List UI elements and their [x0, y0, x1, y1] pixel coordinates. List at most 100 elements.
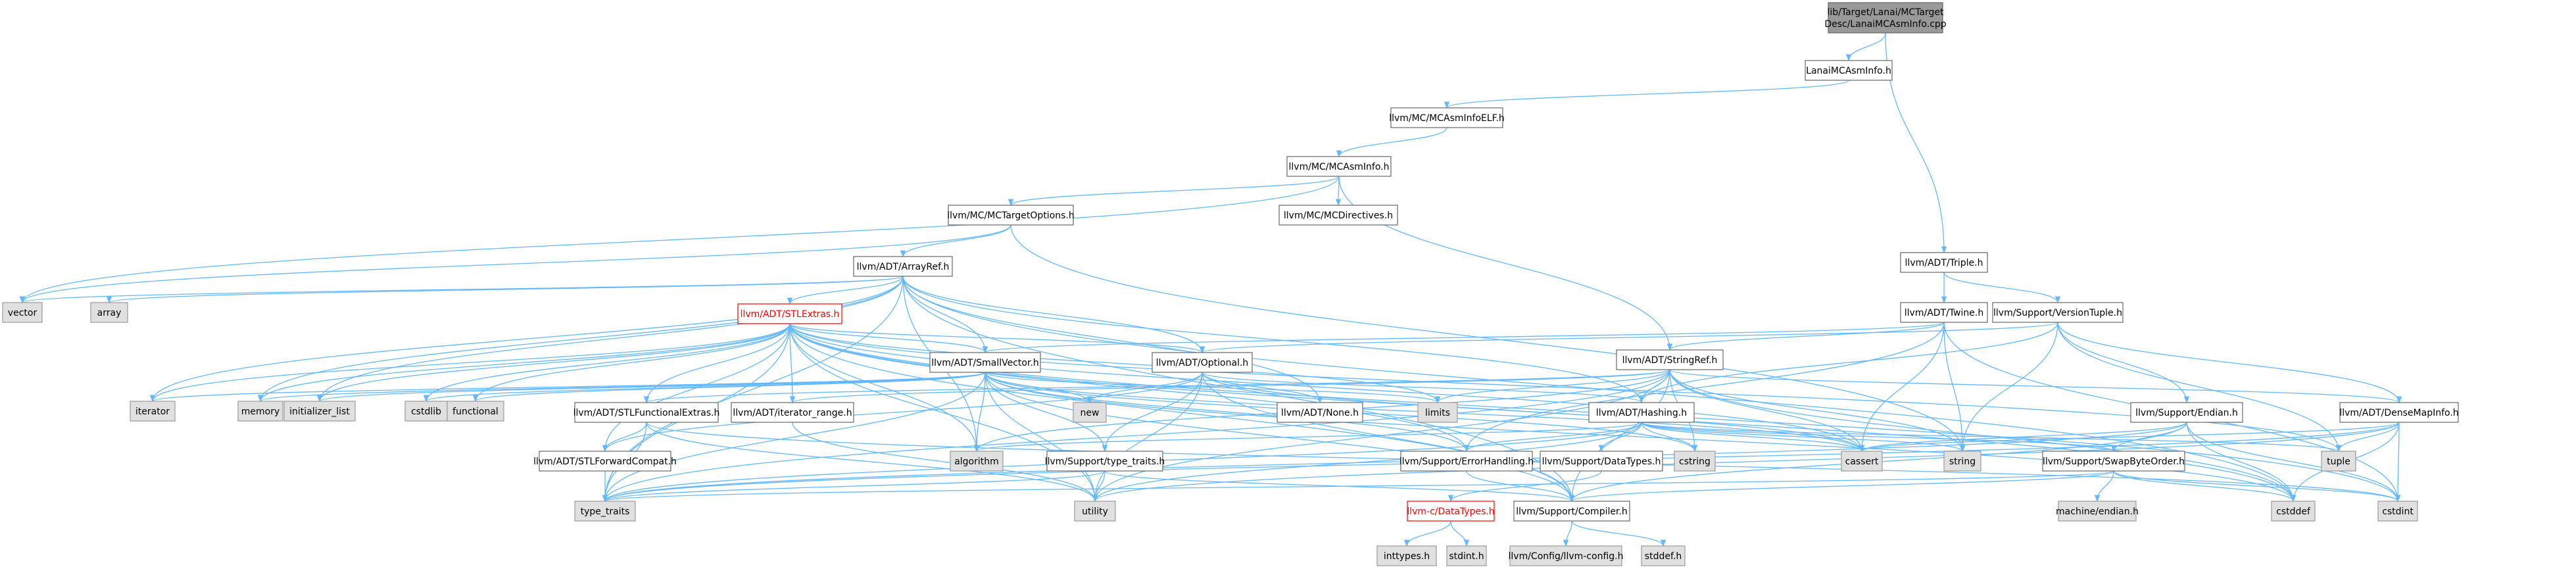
edge-smallvec-to-memory — [258, 372, 986, 403]
edge-stlextras-to-errhand — [789, 323, 1470, 453]
node-type-traits: type_traits — [574, 501, 636, 522]
node-iterator: iterator — [130, 401, 176, 422]
edge-densemap-to-cassert — [1859, 422, 2400, 453]
node-llvm-adt-none-h[interactable]: llvm/ADT/None.h — [1276, 402, 1363, 423]
edge-stringref-to-cstddef — [1669, 369, 2297, 503]
edge-twine-to-stringref — [1667, 322, 1945, 351]
node-box — [1152, 352, 1253, 373]
node-llvm-support-endian-h[interactable]: llvm/Support/Endian.h — [2130, 402, 2243, 423]
edge-lanaih-to-elf — [1444, 80, 1849, 109]
node-llvm-adt-stringref-h[interactable]: llvm/ADT/StringRef.h — [1616, 349, 1724, 370]
edge-stlextras-to-initlist — [316, 323, 790, 403]
node-llvm-adt-iterator-range-h[interactable]: llvm/ADT/iterator_range.h — [731, 402, 854, 423]
edge-endian-to-cassert — [1859, 422, 2187, 453]
edge-swapbyte-to-compiler — [1569, 470, 2114, 503]
node-llvm-support-swapbyteorder-h[interactable]: llvm/Support/SwapByteOrder.h — [2042, 451, 2185, 472]
edge-cdatatypes-to-inttypes — [1403, 520, 1451, 547]
edge-stringref-to-stlfunc — [644, 369, 1670, 404]
node-label: llvm/ADT/SmallVector.h — [931, 358, 1039, 368]
node-functional: functional — [447, 401, 504, 422]
node-box — [1509, 545, 1622, 566]
node-label: llvm/MC/MCDirectives.h — [1284, 210, 1393, 221]
node-box — [1900, 252, 1988, 273]
node-box — [1513, 501, 1630, 522]
node-new: new — [1073, 402, 1107, 423]
node-label: llvm/MC/MCAsmInfoELF.h — [1389, 113, 1505, 124]
node-llvm-mc-mcasminfoelf-h[interactable]: llvm/MC/MCAsmInfoELF.h — [1389, 107, 1505, 128]
edge-arrayref-to-vector — [20, 276, 904, 304]
node-box — [1278, 205, 1398, 226]
node-label: llvm/ADT/Hashing.h — [1596, 408, 1687, 418]
edge-smallvec-to-iterator — [150, 372, 986, 403]
edge-stringref-to-type_traits — [602, 369, 1670, 503]
node-llvm-mc-mctargetoptions-h[interactable]: llvm/MC/MCTargetOptions.h — [947, 205, 1075, 226]
node-box — [1900, 302, 1988, 323]
node-llvm-support-versiontuple-h[interactable]: llvm/Support/VersionTuple.h — [1992, 302, 2124, 323]
edge-hashing-to-utility — [1092, 422, 1642, 503]
node-box — [2339, 402, 2459, 423]
node-box — [1616, 349, 1724, 370]
node-llvm-support-datatypes-h[interactable]: llvm/Support/DataTypes.h — [1540, 451, 1663, 472]
node-llvm-support-errorhandling-h[interactable]: llvm/Support/ErrorHandling.h — [1399, 451, 1534, 472]
node-llvm-adt-stlforwardcompat-h[interactable]: llvm/ADT/STLForwardCompat.h — [533, 451, 677, 472]
edge-twine-to-cassert — [1859, 322, 1945, 453]
node-label: llvm/MC/MCTargetOptions.h — [947, 210, 1075, 221]
node-label: vector — [8, 308, 37, 318]
node-label: tuple — [2327, 456, 2350, 467]
node-llvm-mc-mcdirectives-h[interactable]: llvm/MC/MCDirectives.h — [1278, 205, 1398, 226]
node-llvm-adt-stlfunctionalextras-h[interactable]: llvm/ADT/STLFunctionalExtras.h — [573, 402, 720, 423]
edge-twine-to-errhand — [1463, 322, 1945, 453]
node-box — [1841, 451, 1883, 472]
node-stdint-h: stdint.h — [1446, 545, 1487, 566]
node-box — [1446, 545, 1487, 566]
node-label: llvm/ADT/DenseMapInfo.h — [2339, 408, 2458, 418]
node-llvm-mc-mcasminfo-h[interactable]: llvm/MC/MCAsmInfo.h — [1286, 156, 1392, 177]
node-tuple: tuple — [2321, 451, 2356, 472]
node-llvm-support-compiler-h[interactable]: llvm/Support/Compiler.h — [1513, 501, 1630, 522]
edge-hashing-to-cstring — [1641, 422, 1698, 453]
node-box — [1992, 302, 2124, 323]
edge-elf-to-mcasm — [1336, 127, 1447, 158]
edge-typetraitsh-to-type_traits — [602, 470, 1106, 503]
edge-stlextras-to-memory — [257, 323, 790, 403]
node-llvm-adt-arrayref-h[interactable]: llvm/ADT/ArrayRef.h — [853, 256, 953, 277]
edge-smallvec-to-new — [984, 372, 1093, 404]
node-llvm-adt-hashing-h[interactable]: llvm/ADT/Hashing.h — [1588, 402, 1695, 423]
edge-stlextras-to-iterator — [149, 323, 790, 403]
node-llvm-c-datatypes-h[interactable]: llvm-c/DataTypes.h — [1407, 501, 1495, 522]
node-cstring: cstring — [1674, 451, 1716, 472]
node-label: cstdint — [2382, 506, 2414, 517]
node-box — [929, 352, 1041, 373]
edge-datatypes-to-cdatatypes — [1447, 470, 1602, 503]
edge-stringref-to-cassert — [1669, 369, 1865, 453]
node-llvm-adt-twine-h[interactable]: llvm/ADT/Twine.h — [1900, 302, 1988, 323]
node-llvm-adt-triple-h[interactable]: llvm/ADT/Triple.h — [1900, 252, 1988, 273]
edge-typetraitsh-to-utility — [1092, 470, 1106, 503]
node-box — [1641, 545, 1686, 566]
node-llvm-support-type-traits-h[interactable]: llvm/Support/type_traits.h — [1045, 451, 1165, 472]
node-label: llvm-c/DataTypes.h — [1407, 506, 1494, 517]
edge-optional-to-hashing — [1202, 372, 1644, 404]
node-box — [1276, 402, 1363, 423]
node-lanaimcasminfo-h[interactable]: LanaiMCAsmInfo.h — [1805, 60, 1893, 81]
node-label: llvm/ADT/StringRef.h — [1622, 355, 1718, 366]
node-box — [1417, 402, 1458, 423]
node-llvm-adt-stlextras-h[interactable]: llvm/ADT/STLExtras.h — [737, 303, 842, 324]
node-box — [1805, 60, 1893, 81]
node-box — [283, 401, 356, 422]
edge-mcasm-to-vector — [20, 176, 1340, 304]
node-label: type_traits — [581, 506, 630, 517]
edge-hashing-to-algorithm — [974, 422, 1642, 453]
node-llvm-adt-smallvector-h[interactable]: llvm/ADT/SmallVector.h — [929, 352, 1041, 373]
edge-stlextras-to-functional — [472, 323, 790, 403]
edge-smallvec-to-compiler — [984, 372, 1575, 503]
node-llvm-adt-densemapinfo-h[interactable]: llvm/ADT/DenseMapInfo.h — [2339, 402, 2459, 423]
node-algorithm: algorithm — [950, 451, 1004, 472]
edge-vtuple-to-string — [1959, 322, 2058, 453]
node-llvm-adt-optional-h[interactable]: llvm/ADT/Optional.h — [1152, 352, 1253, 373]
edge-densemap-to-cstdint — [2394, 422, 2401, 503]
node-label: llvm/ADT/Triple.h — [1905, 258, 1983, 268]
